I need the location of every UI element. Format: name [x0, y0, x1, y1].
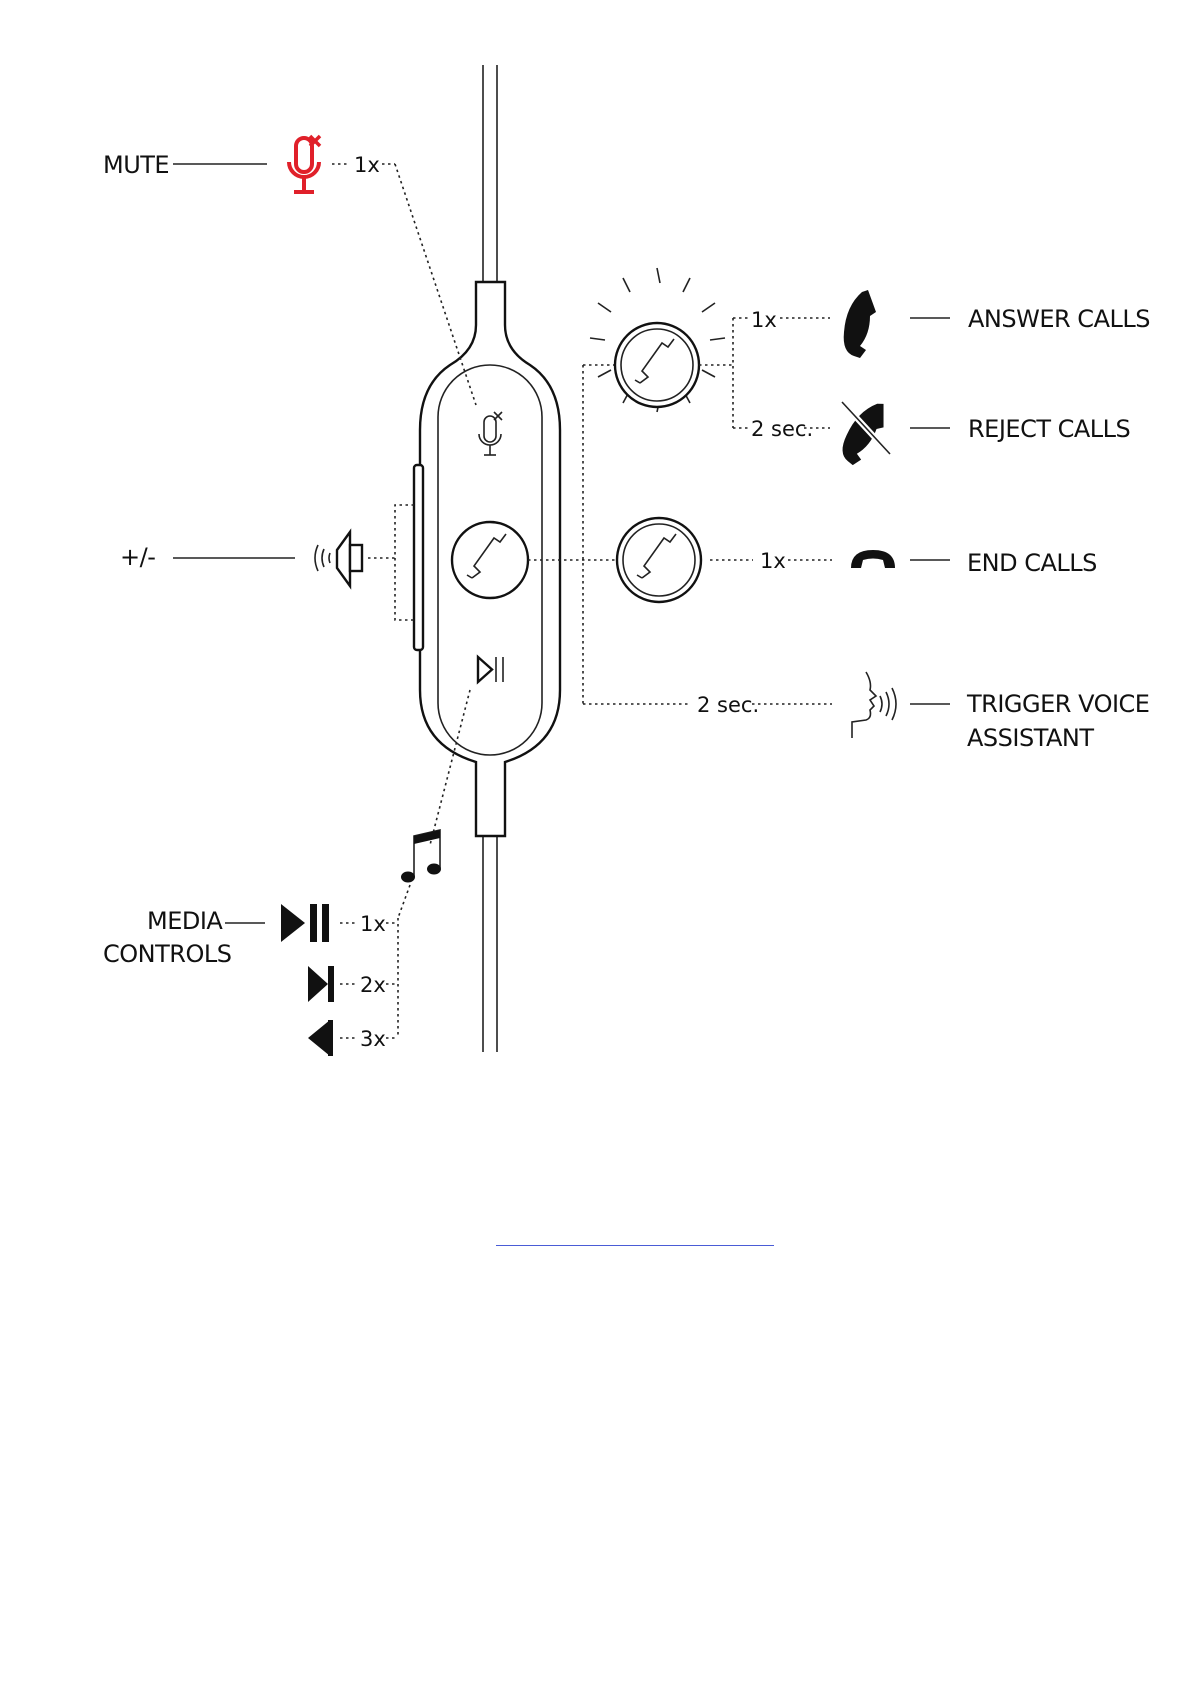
voice-assistant-label-line1: TRIGGER VOICE	[966, 690, 1149, 718]
end-callout: 1x END CALLS	[710, 549, 1097, 577]
mute-count: 1x	[354, 153, 380, 177]
speaker-icon	[315, 532, 362, 586]
answer-callout: 1x ANSWER CALLS	[733, 290, 1150, 358]
volume-callout: +/-	[120, 505, 414, 620]
remote-control	[414, 282, 560, 836]
active-call-button	[617, 518, 701, 602]
voice-count: 2 sec.	[697, 693, 759, 717]
phone-icon	[844, 290, 876, 358]
voice-assistant-label-line2: ASSISTANT	[967, 724, 1094, 752]
mic-mute-icon	[289, 136, 320, 192]
remote-call-button[interactable]	[452, 522, 528, 598]
reject-count: 2 sec.	[751, 417, 813, 441]
play-pause-icon	[281, 904, 329, 942]
reject-callout: 2 sec. REJECT CALLS	[733, 396, 1130, 471]
next-track-icon	[308, 966, 334, 1002]
end-count: 1x	[760, 549, 786, 573]
phone-hangup-icon	[851, 550, 895, 568]
reject-calls-label: REJECT CALLS	[968, 415, 1130, 443]
footer-link-underline[interactable]	[496, 1245, 774, 1246]
answer-count: 1x	[751, 308, 777, 332]
media-callout: MEDIA CONTROLS 1x 2x 3x	[103, 690, 470, 1056]
voice-assistant-icon	[852, 672, 896, 738]
mute-label: MUTE	[103, 151, 169, 179]
ringing-call-button	[590, 268, 725, 412]
play-pause-count: 1x	[360, 912, 386, 936]
voice-callout: 2 sec. TRIGGER VOICE ASSISTANT	[697, 672, 1149, 752]
previous-track-icon	[308, 1020, 333, 1056]
media-label-line2: CONTROLS	[103, 940, 231, 968]
music-note-icon	[401, 830, 441, 883]
volume-label: +/-	[120, 543, 155, 571]
mute-callout: MUTE 1x	[103, 136, 476, 405]
phone-reject-icon	[837, 396, 891, 471]
media-label-line1: MEDIA	[147, 907, 223, 935]
previous-track-count: 3x	[360, 1027, 386, 1051]
answer-calls-label: ANSWER CALLS	[968, 305, 1150, 333]
next-track-count: 2x	[360, 973, 386, 997]
end-calls-label: END CALLS	[967, 549, 1097, 577]
